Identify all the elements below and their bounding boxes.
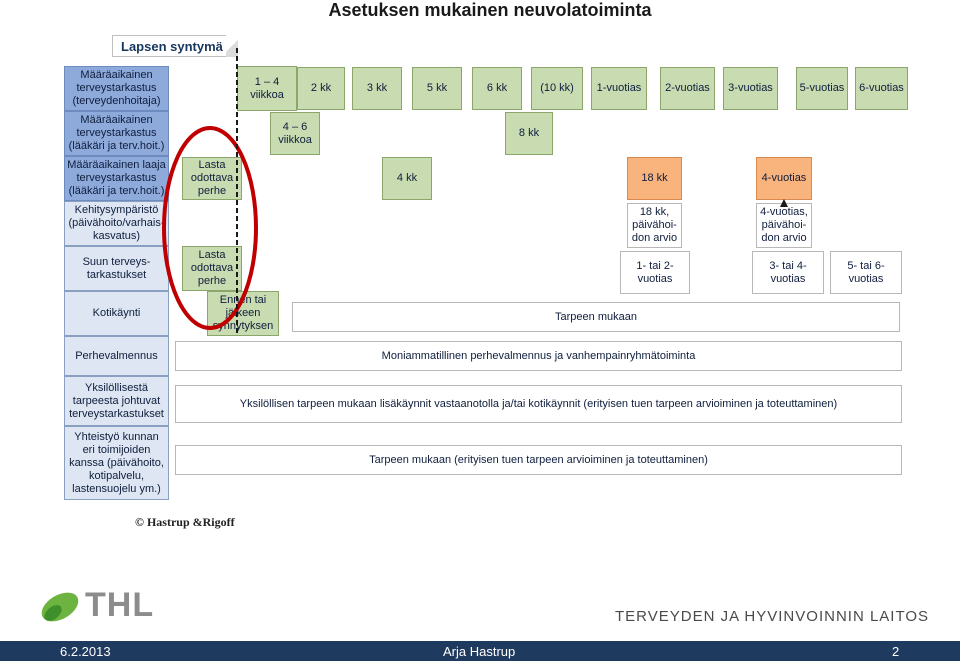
cell-10-months: (10 kk) — [531, 67, 583, 110]
cell-1-4-weeks: 1 – 4 viikkoa — [237, 66, 297, 111]
cell-1-year: 1-vuotias — [591, 67, 647, 110]
row-label-nurse-checkup: Määräaikainen terveystarkastus (terveyde… — [64, 66, 169, 111]
cell-4-years: 4-vuotias — [756, 157, 812, 200]
cell-5-months: 5 kk — [412, 67, 462, 110]
footer-date: 6.2.2013 — [60, 644, 111, 659]
cell-family-coaching: Moniammatillinen perhevalmennus ja vanhe… — [175, 341, 902, 371]
cell-individual-visits: Yksilöllisen tarpeen mukaan lisäkäynnit … — [175, 385, 902, 423]
cell-2-years: 2-vuotias — [660, 67, 715, 110]
red-circle-annotation — [162, 126, 258, 330]
cell-expecting-family-dental: Lasta odottava perhe — [182, 246, 242, 291]
cell-3-months: 3 kk — [352, 67, 402, 110]
row-label-home-visit: Kotikäynti — [64, 291, 169, 336]
cell-cooperation-as-needed: Tarpeen mukaan (erityisen tuen tarpeen a… — [175, 445, 902, 475]
row-label-doctor-checkup: Määräaikainen terveystarkastus (lääkäri … — [64, 111, 169, 156]
cell-4-6-weeks: 4 – 6 viikkoa — [270, 112, 320, 155]
cell-6-months: 6 kk — [472, 67, 522, 110]
page-title: Asetuksen mukainen neuvolatoiminta — [328, 0, 652, 20]
birth-callout: Lapsen syntymä — [112, 35, 228, 57]
row-label-development-environment: Kehitysympäristö (päivähoito/varhais-kas… — [64, 201, 169, 246]
birth-timeline-line — [236, 48, 238, 336]
arrow-up-icon — [780, 199, 788, 207]
cell-expecting-family-extended: Lasta odottava perhe — [182, 157, 242, 200]
cell-5-years: 5-vuotias — [796, 67, 848, 110]
callout-notch — [226, 35, 238, 57]
footer-page: 2 — [892, 644, 900, 659]
organization-name: TERVEYDEN JA HYVINVOINNIN LAITOS — [615, 608, 930, 625]
footer-bar: 6.2.2013 Arja Hastrup 2 — [0, 641, 960, 661]
cell-dental-1-2-years: 1- tai 2-vuotias — [620, 251, 690, 294]
footer-author: Arja Hastrup — [443, 644, 516, 659]
cell-6-years: 6-vuotias — [855, 67, 908, 110]
row-label-dental-checkup: Suun terveys-tarkastukset — [64, 246, 169, 291]
copyright: © Hastrup &Rigoff — [135, 515, 235, 529]
cell-dental-3-4-years: 3- tai 4-vuotias — [752, 251, 824, 294]
cell-2-months: 2 kk — [297, 67, 345, 110]
cell-18-months-daycare: 18 kk, päivähoi-don arvio — [627, 203, 682, 248]
row-label-individual-checkups: Yksilöllisestä tarpeesta johtuvat tervey… — [64, 376, 169, 426]
cell-4-years-daycare: 4-vuotias, päivähoi-don arvio — [756, 203, 812, 248]
row-label-extended-checkup: Määräaikainen laaja terveystarkastus (lä… — [64, 156, 169, 201]
cell-dental-5-6-years: 5- tai 6-vuotias — [830, 251, 902, 294]
cell-3-years: 3-vuotias — [723, 67, 778, 110]
cell-8-months: 8 kk — [505, 112, 553, 155]
cell-4-months: 4 kk — [382, 157, 432, 200]
row-label-cooperation: Yhteistyö kunnan eri toimijoiden kanssa … — [64, 426, 169, 500]
row-label-family-coaching: Perhevalmennus — [64, 336, 169, 376]
thl-logo-text: THL — [85, 586, 155, 624]
cell-18-months: 18 kk — [627, 157, 682, 200]
thl-leaf-icon — [41, 592, 79, 622]
cell-home-visit-as-needed: Tarpeen mukaan — [292, 302, 900, 332]
